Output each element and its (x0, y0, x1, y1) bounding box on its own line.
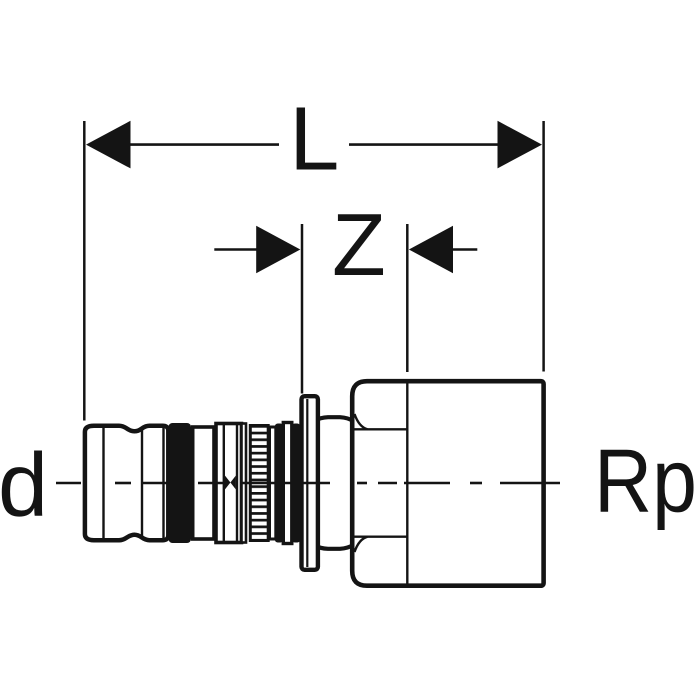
svg-text:L: L (289, 90, 339, 190)
svg-text:Rp: Rp (594, 432, 697, 532)
svg-text:Z: Z (332, 195, 386, 294)
svg-text:d: d (0, 436, 48, 536)
